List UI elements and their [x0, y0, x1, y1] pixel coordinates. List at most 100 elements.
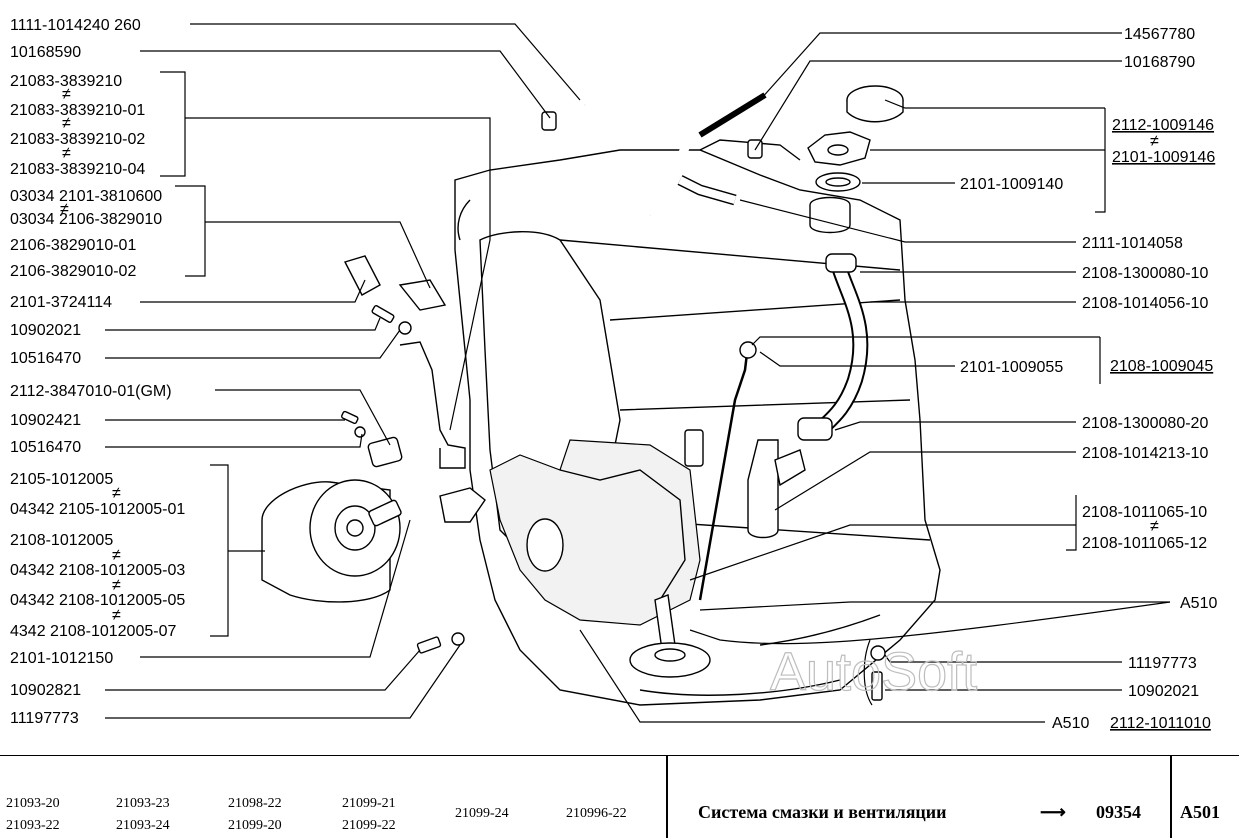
part-label[interactable]: 03034 2106-3829010: [10, 211, 162, 228]
washer-10516470-b: [354, 426, 366, 438]
model-code: 21099-24: [455, 806, 509, 821]
page-code: A501: [1180, 802, 1220, 822]
part-label[interactable]: 2108-1011065-10: [1082, 504, 1207, 521]
right-labels: 14567780 10168790 2112-1009146 2101-1009…: [960, 26, 1217, 732]
part-label[interactable]: 2111-1014058: [1082, 235, 1183, 252]
part-label[interactable]: 2108-1012005: [10, 532, 113, 549]
part-label[interactable]: 04342 2108-1012005-03: [10, 562, 185, 579]
part-label[interactable]: 10516470: [10, 439, 81, 456]
oil-separator-tube: [747, 439, 779, 539]
part-label[interactable]: 04342 2108-1012005-05: [10, 592, 185, 609]
ventilation-hose-upper-inner: [581, 78, 695, 217]
footer-divider: [1170, 756, 1172, 838]
part-label[interactable]: 2112-1009146: [1112, 117, 1214, 134]
section-title: Система смазки и вентиляции: [698, 802, 947, 822]
bolt-10902821: [416, 636, 442, 654]
model-code: 21099-22: [342, 818, 396, 833]
sensor-cap: [343, 255, 381, 296]
model-code: 21099-21: [342, 796, 396, 811]
model-code: 21093-24: [116, 818, 170, 833]
washer-11197773-a: [451, 632, 465, 646]
neq-mark: ≠: [60, 201, 69, 218]
neq-mark: ≠: [1150, 518, 1159, 535]
part-label[interactable]: 2106-3829010-02: [10, 263, 136, 280]
guide-plug: [684, 429, 704, 467]
part-label[interactable]: 10168590: [10, 44, 81, 61]
part-label[interactable]: 14567780: [1124, 26, 1195, 43]
oil-pressure-sensor: [398, 279, 447, 311]
model-code: 21093-20: [6, 796, 60, 811]
footer-divider: [666, 756, 668, 838]
leader-lines: [105, 23, 1171, 723]
neq-mark: ≠: [62, 115, 71, 132]
part-label[interactable]: 10516470: [10, 350, 81, 367]
part-label[interactable]: 2101-1012150: [10, 650, 113, 667]
filter-fitting: [368, 499, 402, 527]
part-label[interactable]: 2108-1014213-10: [1082, 445, 1208, 462]
part-label[interactable]: 2108-1014056-10: [1082, 295, 1208, 312]
part-label[interactable]: 10168790: [1124, 54, 1195, 71]
model-code: 21098-22: [228, 796, 282, 811]
part-label[interactable]: 11197773: [1128, 655, 1197, 672]
part-label[interactable]: 2108-1011065-12: [1082, 535, 1207, 552]
rod-part: [698, 92, 767, 138]
left-labels: 1111-1014240 260 10168590 21083-3839210 …: [10, 17, 185, 727]
oil-pump-housing: [489, 439, 701, 626]
dipstick: [698, 344, 750, 601]
part-label[interactable]: 2101-1009146: [1112, 149, 1215, 166]
pump-bracket: [439, 487, 486, 523]
reference-link[interactable]: 09354: [1096, 802, 1141, 822]
part-label[interactable]: 04342 2105-1012005-01: [10, 501, 185, 518]
part-label[interactable]: 2101-3724114: [10, 294, 112, 311]
neq-mark: ≠: [112, 485, 121, 502]
bolt-10902421: [341, 410, 359, 425]
ventilation-hose-upper: [584, 81, 691, 216]
neq-mark: ≠: [112, 577, 121, 594]
part-label[interactable]: A510: [1052, 715, 1089, 732]
neq-mark: ≠: [112, 607, 121, 624]
part-label[interactable]: 10902021: [10, 322, 81, 339]
model-code: 210996-22: [566, 806, 627, 821]
hose-clamp-4: [797, 417, 833, 441]
bolt-10902021-b: [871, 671, 883, 701]
part-label[interactable]: 21083-3839210: [10, 73, 122, 90]
washer-11197773-b: [870, 645, 886, 661]
hose-clamp-3: [825, 253, 857, 273]
part-label[interactable]: 2112-1011010: [1110, 715, 1211, 732]
part-label[interactable]: 2105-1012005: [10, 471, 113, 488]
part-label[interactable]: 2101-1009055: [960, 359, 1063, 376]
part-label[interactable]: 4342 2108-1012005-07: [10, 623, 176, 640]
part-label[interactable]: A510: [1180, 595, 1217, 612]
bolt-10902021: [371, 305, 395, 323]
model-code: 21099-20: [228, 818, 282, 833]
neq-mark: ≠: [1150, 133, 1159, 150]
part-label[interactable]: 1111-1014240 260: [10, 17, 141, 34]
footer-bar: 21093-20 21093-23 21098-22 21099-21 2109…: [0, 755, 1239, 838]
part-label[interactable]: 2108-1300080-10: [1082, 265, 1208, 282]
part-label[interactable]: 2101-1009140: [960, 176, 1063, 193]
model-code: 21093-22: [6, 818, 60, 833]
sensor-harness: [399, 341, 466, 469]
parts: [261, 78, 904, 706]
sensor-3847010: [367, 436, 403, 468]
neq-mark: ≠: [62, 86, 71, 103]
model-code: 21093-23: [116, 796, 170, 811]
part-label[interactable]: 2108-1300080-20: [1082, 415, 1208, 432]
exploded-diagram: AutoSoft 1111-1014240 260 10168590 21083…: [10, 17, 1217, 732]
watermark: AutoSoft: [770, 642, 977, 702]
part-label[interactable]: 2112-3847010-01(GM): [10, 383, 172, 400]
part-label[interactable]: 11197773: [10, 710, 79, 727]
part-label[interactable]: 2108-1009045: [1110, 358, 1213, 375]
part-label[interactable]: 21083-3839210-01: [10, 102, 145, 119]
part-label[interactable]: 10902421: [10, 412, 81, 429]
part-label[interactable]: 03034 2101-3810600: [10, 188, 162, 205]
part-label[interactable]: 21083-3839210-04: [10, 161, 145, 178]
neq-mark: ≠: [62, 145, 71, 162]
neq-mark: ≠: [112, 547, 121, 564]
part-label[interactable]: 10902021: [1128, 683, 1199, 700]
part-label[interactable]: 2106-3829010-01: [10, 237, 136, 254]
part-label[interactable]: 21083-3839210-02: [10, 131, 145, 148]
part-label[interactable]: 10902821: [10, 682, 81, 699]
washer-10516470-a: [398, 321, 412, 335]
